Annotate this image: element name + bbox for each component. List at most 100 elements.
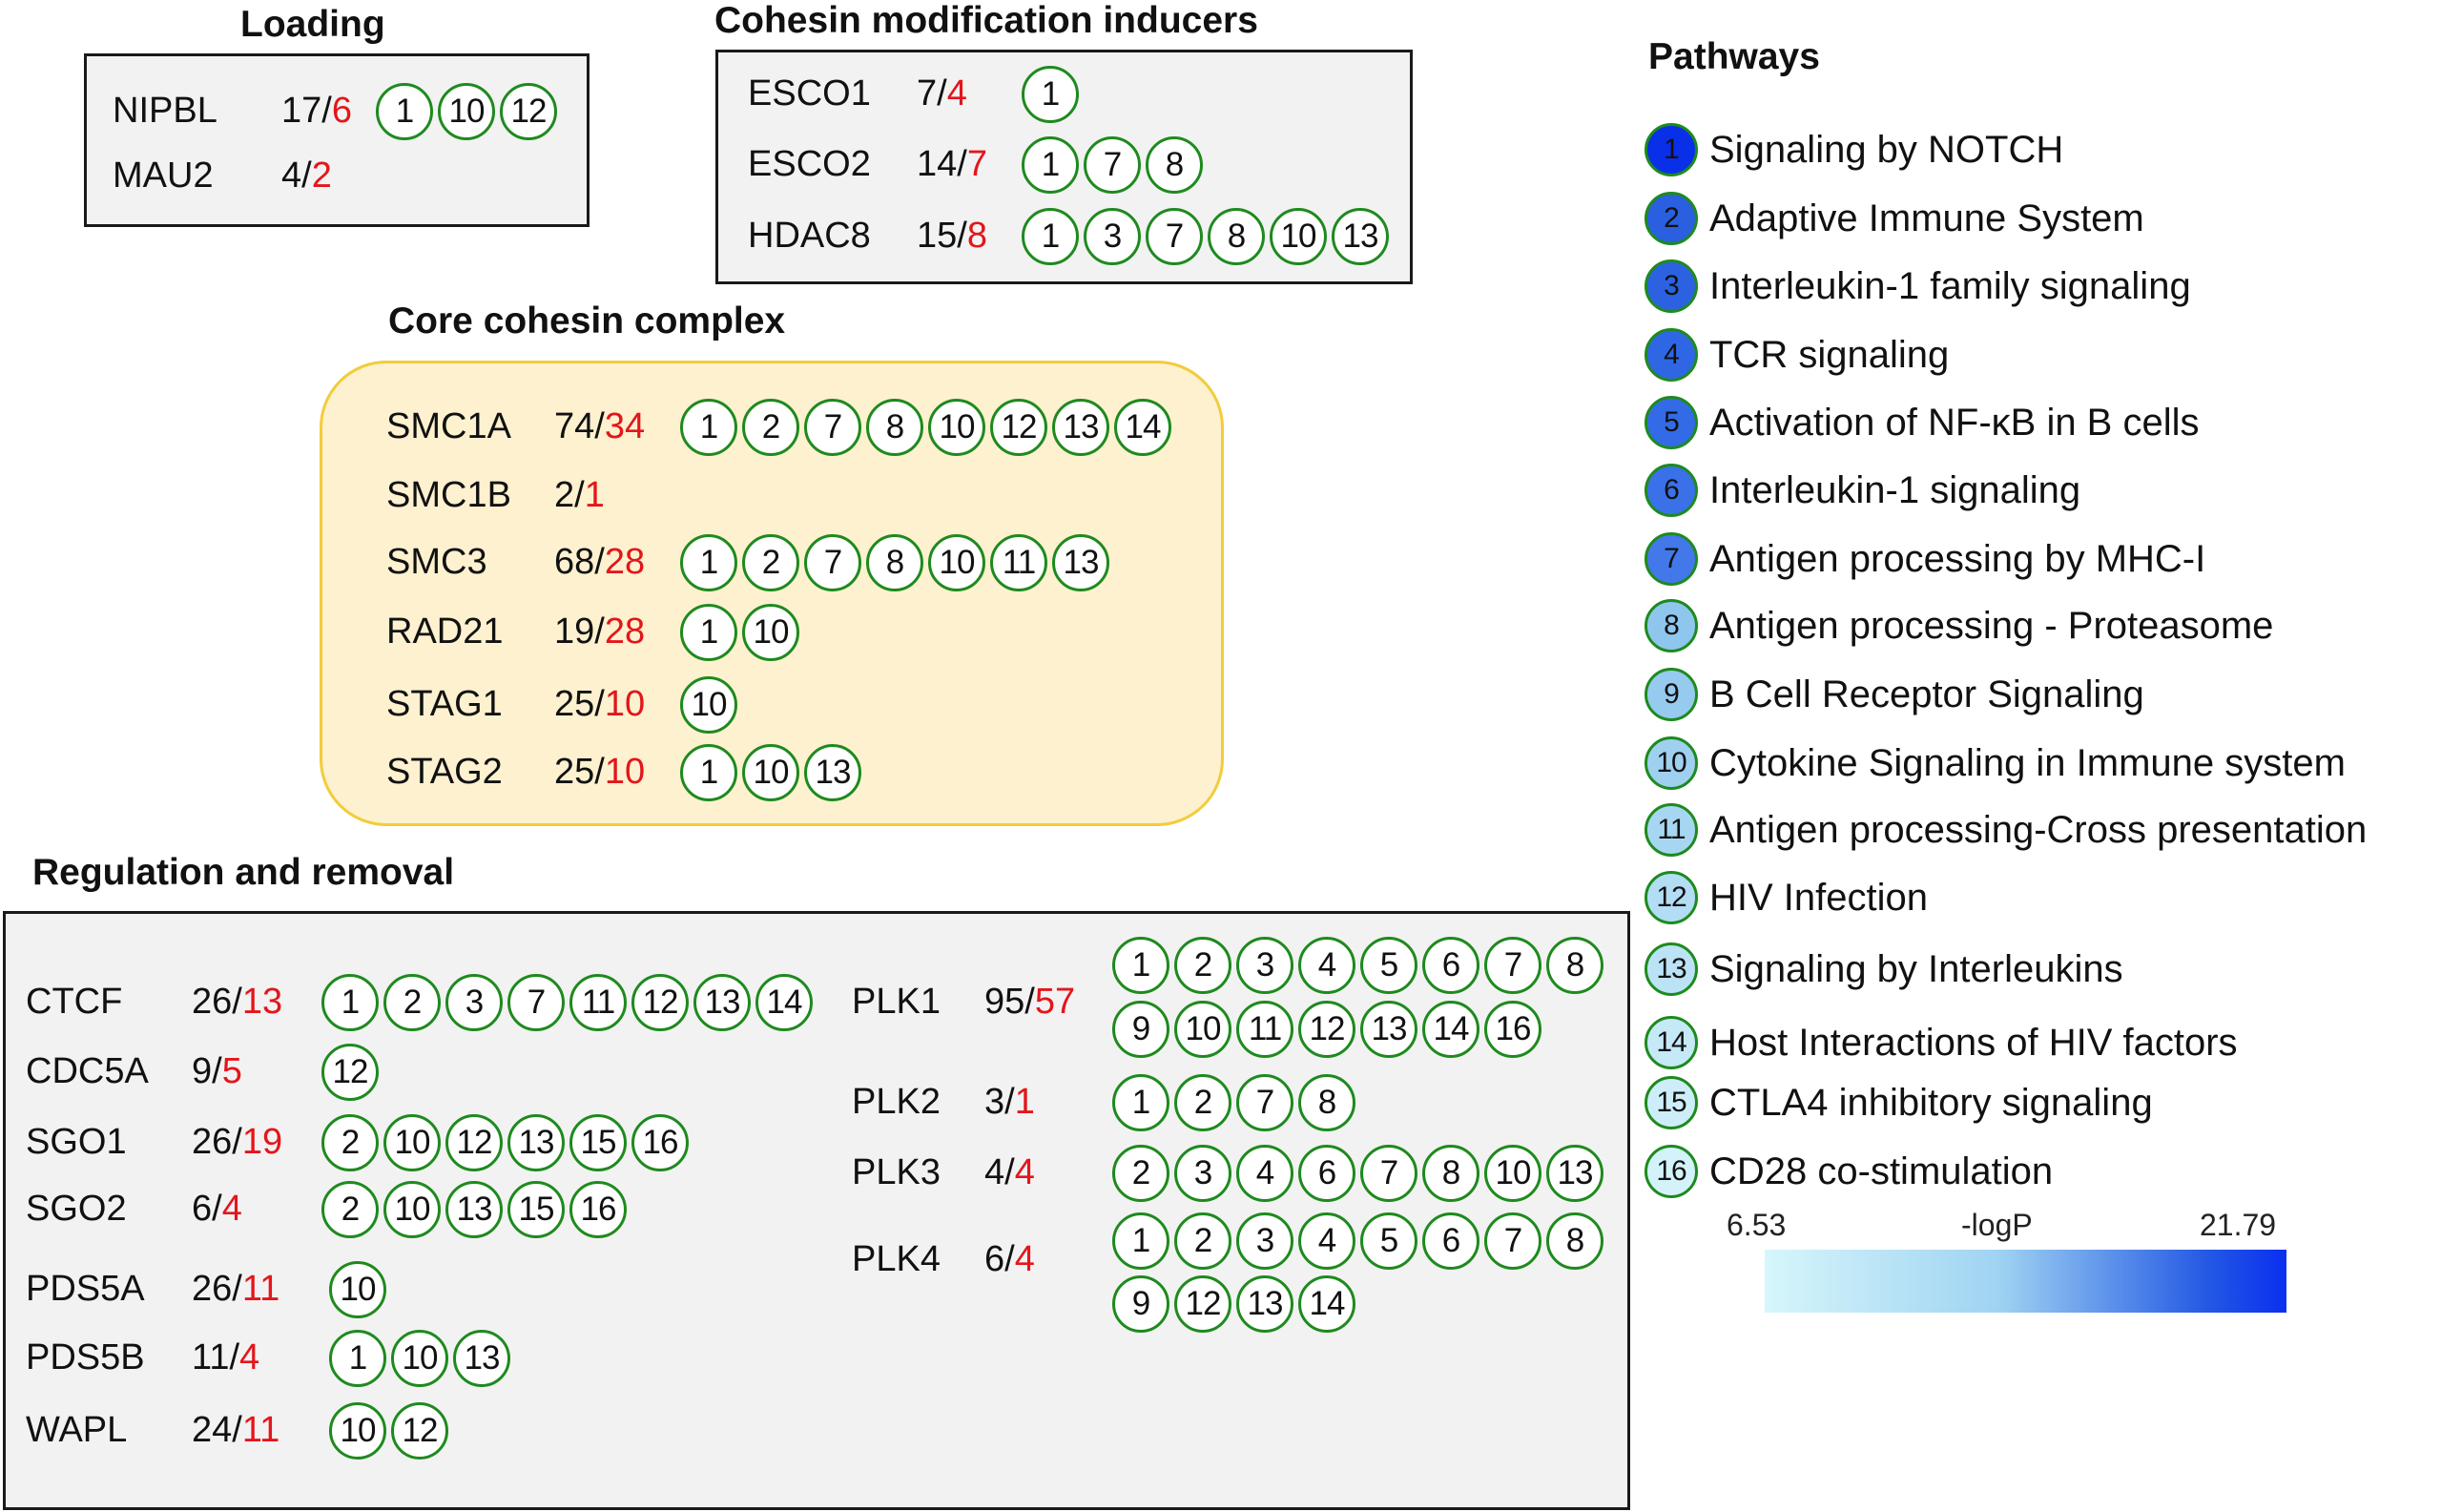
ratio-total: 74/: [554, 406, 605, 446]
pathway-circle: 1: [1112, 1074, 1169, 1131]
ratio-hit: 5: [221, 1051, 242, 1091]
ratio-hit: 4: [221, 1189, 242, 1229]
pathway-circle: 2: [383, 974, 441, 1031]
pathway-label: HIV Infection: [1709, 876, 1929, 919]
gene-ratio: 68/28: [554, 542, 645, 583]
gene-ratio: 15/8: [917, 216, 987, 257]
pathway-circle: 7: [1360, 1145, 1417, 1202]
scale-max-label: 21.79: [2200, 1208, 2277, 1242]
pathway-circle: 2: [1112, 1145, 1169, 1202]
ratio-total: 26/: [192, 1269, 242, 1309]
pathway-circle: 1: [680, 534, 737, 591]
gene-name: PLK3: [852, 1152, 941, 1192]
pathway-circle: 4: [1236, 1145, 1293, 1202]
pathway-circle: 8: [1298, 1074, 1355, 1131]
pathway-label: Activation of NF-κB in B cells: [1709, 401, 2200, 444]
pathway-circle: 10: [1484, 1145, 1541, 1202]
gene-name: STAG2: [386, 752, 503, 792]
pathway-circle: 1: [680, 744, 737, 801]
pathway-label: Adaptive Immune System: [1709, 197, 2144, 239]
ratio-total: 68/: [554, 542, 605, 582]
ratio-hit: 2: [311, 155, 332, 196]
pathway-circle: 12: [321, 1044, 379, 1101]
pathway-circle: 11: [569, 974, 627, 1031]
pathway-circle: 13: [804, 744, 861, 801]
pathway-circle: 1: [1022, 208, 1079, 265]
legend-title: Pathways: [1648, 36, 1820, 77]
pathway-circle: 8: [1146, 136, 1203, 194]
pathway-circle: 13: [1052, 399, 1109, 456]
pathway-circle: 8: [1422, 1145, 1479, 1202]
pathway-circle-group: 10: [680, 676, 742, 734]
pathway-circle: 7: [1084, 136, 1141, 194]
pathway-circle: 8: [866, 534, 923, 591]
pathway-circle: 10: [383, 1181, 441, 1238]
gene-name: CDC5A: [26, 1051, 149, 1091]
gene-ratio: 95/57: [984, 982, 1075, 1023]
ratio-total: 2/: [554, 475, 585, 515]
ratio-total: 15/: [917, 216, 967, 256]
ratio-hit: 4: [1014, 1152, 1035, 1192]
pathway-color-swatch: 2: [1645, 192, 1698, 245]
ratio-hit: 4: [946, 73, 967, 114]
pathway-circle: 7: [1484, 1212, 1541, 1270]
pathway-circle: 8: [1546, 1212, 1603, 1270]
pathway-circle: 12: [1174, 1275, 1231, 1333]
pathway-color-swatch: 13: [1645, 942, 1698, 996]
pathway-circle: 7: [804, 534, 861, 591]
pathway-circle: 1: [680, 604, 737, 661]
pathway-color-swatch: 1: [1645, 123, 1698, 176]
gene-ratio: 25/10: [554, 752, 645, 793]
pathway-circle: 13: [693, 974, 751, 1031]
pathway-label: Antigen processing-Cross presentation: [1709, 808, 2368, 851]
pathway-circle: 12: [990, 399, 1047, 456]
pathway-circle: 2: [321, 1114, 379, 1171]
pathway-circle: 4: [1298, 937, 1355, 994]
ratio-hit: 28: [604, 542, 646, 582]
pathway-circle: 1: [680, 399, 737, 456]
pathway-label: Antigen processing - Proteasome: [1709, 604, 2274, 647]
loading-box: [84, 53, 590, 227]
gene-name: SMC1B: [386, 475, 511, 515]
pathway-circle: 5: [1360, 937, 1417, 994]
ratio-hit: 10: [604, 684, 646, 724]
gene-ratio: 26/13: [192, 982, 282, 1023]
gene-name: PDS5B: [26, 1337, 145, 1377]
pathway-label: Interleukin-1 signaling: [1709, 468, 2081, 511]
pathway-circle: 10: [438, 83, 495, 140]
gene-name: WAPL: [26, 1410, 128, 1450]
pathway-circle: 6: [1422, 1212, 1479, 1270]
pathway-color-swatch: 12: [1645, 871, 1698, 924]
pathway-color-swatch: 3: [1645, 259, 1698, 313]
pathway-circle: 3: [1084, 208, 1141, 265]
ratio-total: 9/: [192, 1051, 222, 1091]
gene-ratio: 25/10: [554, 684, 645, 725]
pathway-circle: 12: [445, 1114, 503, 1171]
ratio-total: 7/: [917, 73, 947, 114]
pathway-color-swatch: 8: [1645, 599, 1698, 652]
pathway-circle: 13: [1332, 208, 1389, 265]
pathway-circle: 13: [1052, 534, 1109, 591]
ratio-hit: 6: [331, 91, 352, 131]
pathway-circle: 6: [1298, 1145, 1355, 1202]
pathway-circle: 15: [569, 1114, 627, 1171]
pathway-circle: 9: [1112, 1275, 1169, 1333]
core-cohesin-title: Core cohesin complex: [388, 300, 786, 342]
pathway-circle: 14: [1298, 1275, 1355, 1333]
ratio-hit: 7: [966, 144, 987, 184]
pathway-circle: 16: [569, 1181, 627, 1238]
ratio-total: 26/: [192, 982, 242, 1022]
ratio-total: 4/: [984, 1152, 1015, 1192]
